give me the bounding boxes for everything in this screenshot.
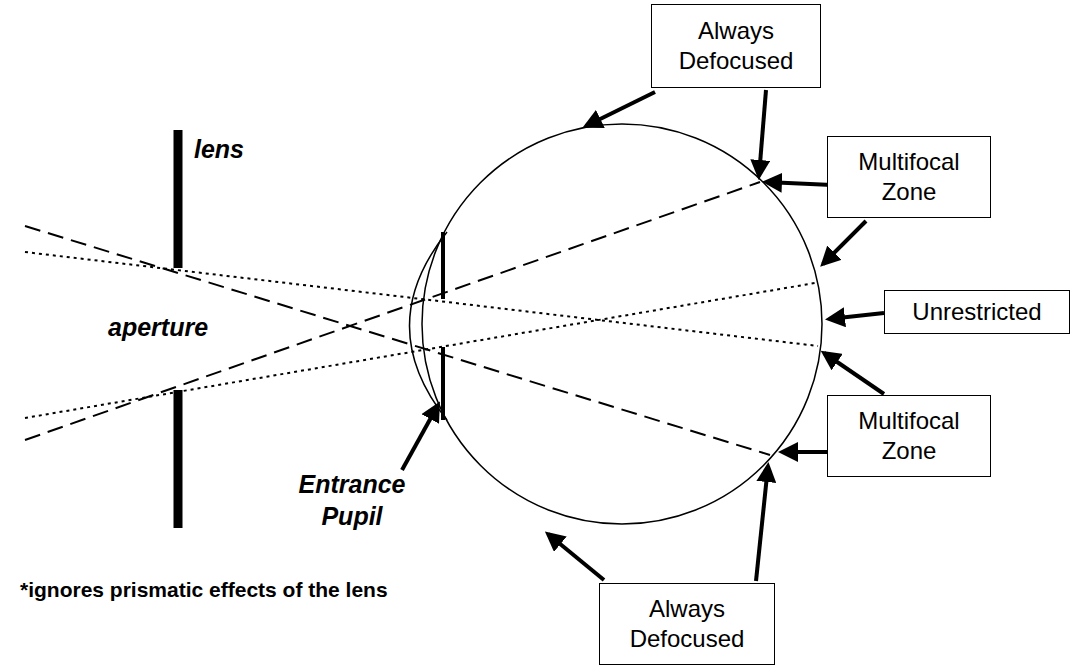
part-label: lens — [194, 135, 244, 164]
callout-text: Multifocal Zone — [828, 406, 990, 466]
callout-box: Unrestricted — [884, 290, 1070, 334]
callout-text: Always Defocused — [652, 16, 820, 76]
pupil-edge — [441, 347, 445, 420]
ray-dotted — [25, 252, 818, 346]
callout-box: Multifocal Zone — [827, 136, 991, 218]
callout-text: Multifocal Zone — [828, 147, 990, 207]
note: *ignores prismatic effects of the lens — [20, 578, 388, 602]
eyeball — [422, 124, 822, 524]
callout-box: Always Defocused — [651, 4, 821, 88]
lens-bar — [174, 130, 183, 268]
ray-dotted — [25, 283, 815, 418]
callout-box: Always Defocused — [599, 583, 775, 665]
callout-text: Always Defocused — [600, 594, 774, 654]
ray-dashed — [25, 226, 770, 455]
leader-arrows — [402, 90, 884, 581]
part-label: aperture — [108, 313, 208, 342]
cornea — [410, 232, 448, 420]
part-label: Entrance Pupil — [292, 468, 412, 532]
ray-dashed — [25, 182, 760, 440]
pupil-edge — [441, 232, 445, 299]
callout-box: Multifocal Zone — [827, 395, 991, 477]
callout-text: Unrestricted — [912, 297, 1041, 327]
lens-bar — [174, 390, 183, 528]
